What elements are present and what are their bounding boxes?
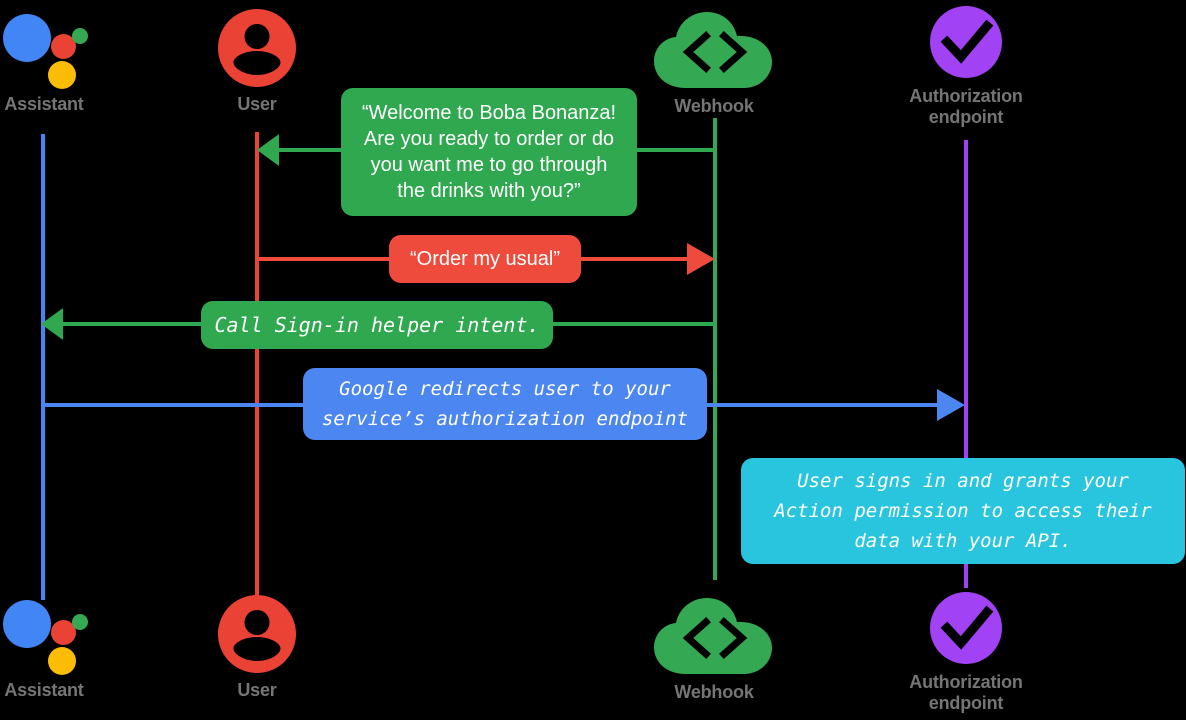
actor-label-webhook-top: Webhook xyxy=(674,96,754,116)
message-text-redirect: Google redirects user to your service’s … xyxy=(321,378,689,430)
google-assistant-icon xyxy=(0,594,88,675)
cloud-code-icon xyxy=(648,6,780,90)
cloud-code-glyph xyxy=(654,598,772,674)
assistant-red-dot xyxy=(51,620,76,645)
user-avatar-glyph xyxy=(217,9,296,87)
purple-check-circle-glyph xyxy=(930,592,1002,664)
actor-label-user-bottom: User xyxy=(237,680,277,700)
actor-label-auth-top: Authorization endpoint xyxy=(909,86,1023,127)
purple-check-circle-icon xyxy=(884,4,1048,80)
actor-auth-bottom: Authorization endpoint xyxy=(884,590,1048,713)
message-bubble-signs-in: User signs in and grants your Action per… xyxy=(741,458,1185,564)
actor-user-top: User xyxy=(205,8,309,115)
cloud-code-glyph xyxy=(654,12,772,88)
user-avatar-glyph xyxy=(217,595,296,673)
arrow-head-welcome xyxy=(257,134,279,166)
lifeline-webhook xyxy=(713,118,717,580)
message-bubble-signin: Call Sign-in helper intent. xyxy=(201,301,553,349)
actor-assistant-top: Assistant xyxy=(0,8,88,115)
actor-label-user-top: User xyxy=(237,94,277,114)
actor-user-bottom: User xyxy=(205,594,309,701)
actor-label-assistant-top: Assistant xyxy=(4,94,84,114)
actor-auth-top: Authorization endpoint xyxy=(884,4,1048,127)
message-bubble-welcome: “Welcome to Boba Bonanza! Are you ready … xyxy=(341,88,637,216)
assistant-green-dot xyxy=(72,614,88,630)
purple-check-circle-glyph xyxy=(930,6,1002,78)
google-assistant-icon xyxy=(0,8,88,89)
actor-assistant-bottom: Assistant xyxy=(0,594,88,701)
actor-label-assistant-bottom: Assistant xyxy=(4,680,84,700)
message-text-signin: Call Sign-in helper intent. xyxy=(214,313,540,337)
actor-label-auth-bottom: Authorization endpoint xyxy=(909,672,1023,713)
arrow-head-redirect xyxy=(937,389,965,421)
actor-label-webhook-bottom: Webhook xyxy=(674,682,754,702)
user-avatar-icon xyxy=(205,8,309,88)
lifeline-user xyxy=(255,132,259,600)
arrow-head-order xyxy=(687,243,715,275)
arrow-head-signin xyxy=(41,308,63,340)
message-bubble-order: “Order my usual” xyxy=(389,235,581,283)
assistant-yellow-dot xyxy=(48,647,76,675)
assistant-yellow-dot xyxy=(48,61,76,89)
purple-check-circle-icon xyxy=(884,590,1048,666)
cloud-code-icon xyxy=(648,592,780,676)
lifeline-assistant xyxy=(41,134,45,600)
assistant-blue-dot xyxy=(3,14,51,62)
user-avatar-icon xyxy=(205,594,309,674)
assistant-blue-dot xyxy=(3,600,51,648)
message-text-signs-in: User signs in and grants your Action per… xyxy=(774,470,1152,552)
assistant-red-dot xyxy=(51,34,76,59)
actor-webhook-top: Webhook xyxy=(648,6,780,117)
message-text-welcome: “Welcome to Boba Bonanza! Are you ready … xyxy=(361,102,617,202)
assistant-green-dot xyxy=(72,28,88,44)
lifeline-auth xyxy=(964,140,968,588)
message-bubble-redirect: Google redirects user to your service’s … xyxy=(303,368,707,440)
message-text-order: “Order my usual” xyxy=(409,248,561,270)
actor-webhook-bottom: Webhook xyxy=(648,592,780,703)
